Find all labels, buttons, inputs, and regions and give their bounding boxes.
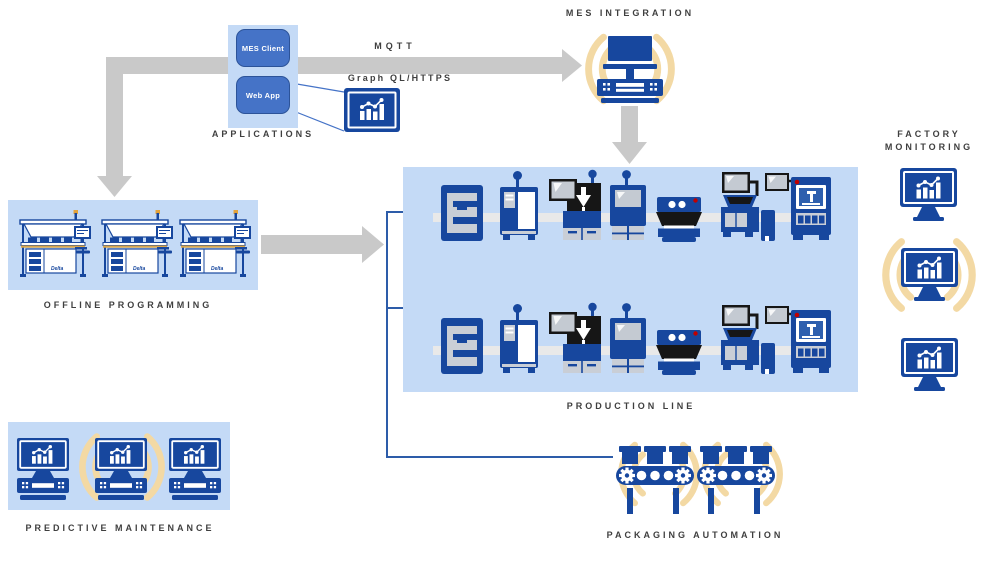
workstation-icon — [179, 209, 252, 278]
production-packaging-connector-line — [386, 211, 613, 458]
factory-monitor-icon — [900, 168, 957, 221]
reflow-press-icon — [656, 197, 702, 242]
workstation-icon — [19, 209, 92, 278]
offline-programming-label: OFFLINE PROGRAMMING — [43, 300, 213, 310]
webapp-chart-icon — [344, 88, 400, 132]
press-machine-icon — [441, 185, 483, 241]
workstation-icon — [101, 209, 174, 278]
mes-server-icon — [597, 36, 663, 103]
mqtt-arrow — [110, 49, 582, 82]
packaging-automation-label: PACKAGING AUTOMATION — [606, 530, 784, 540]
graphql-https-label: Graph QL/HTTPS — [347, 73, 453, 83]
robot-dispenser-icon — [548, 169, 602, 241]
offline-to-production-arrow — [261, 226, 384, 263]
production-row-2 — [433, 301, 833, 376]
cabinet-machine-icon — [500, 304, 538, 373]
robot-dispenser-icon — [548, 301, 602, 374]
inspection-machine-icon — [610, 170, 646, 240]
production-row-1 — [433, 169, 833, 243]
applications-to-offline-arrow — [97, 57, 132, 197]
mqtt-label: MQTT — [374, 41, 416, 51]
factory-monitoring-label-line1: FACTORY — [897, 129, 961, 139]
reflow-press-icon — [656, 330, 702, 375]
press-machine-icon — [441, 318, 483, 374]
web-app-node: Web App — [236, 76, 290, 114]
inspection-machine-icon — [610, 303, 646, 373]
monitor-server-icon — [95, 438, 147, 500]
monitor-server-icon — [17, 438, 69, 500]
monitor-server-icon — [169, 438, 221, 500]
applications-label: APPLICATIONS — [211, 129, 315, 139]
cabinet-machine-icon — [500, 171, 538, 240]
mes-integration-label: MES INTEGRATION — [565, 8, 695, 18]
predictive-maintenance-label: PREDICTIVE MAINTENANCE — [25, 523, 215, 533]
factory-monitoring-label-line2: MONITORING — [884, 142, 974, 152]
factory-monitoring-label: FACTORY MONITORING — [885, 128, 973, 154]
production-line-label: PRODUCTION LINE — [566, 401, 696, 411]
mes-client-node: MES Client — [236, 29, 290, 67]
factory-monitor-icon — [901, 338, 958, 391]
webapp-callout-lines — [290, 82, 345, 132]
mes-to-production-arrow — [612, 106, 647, 164]
